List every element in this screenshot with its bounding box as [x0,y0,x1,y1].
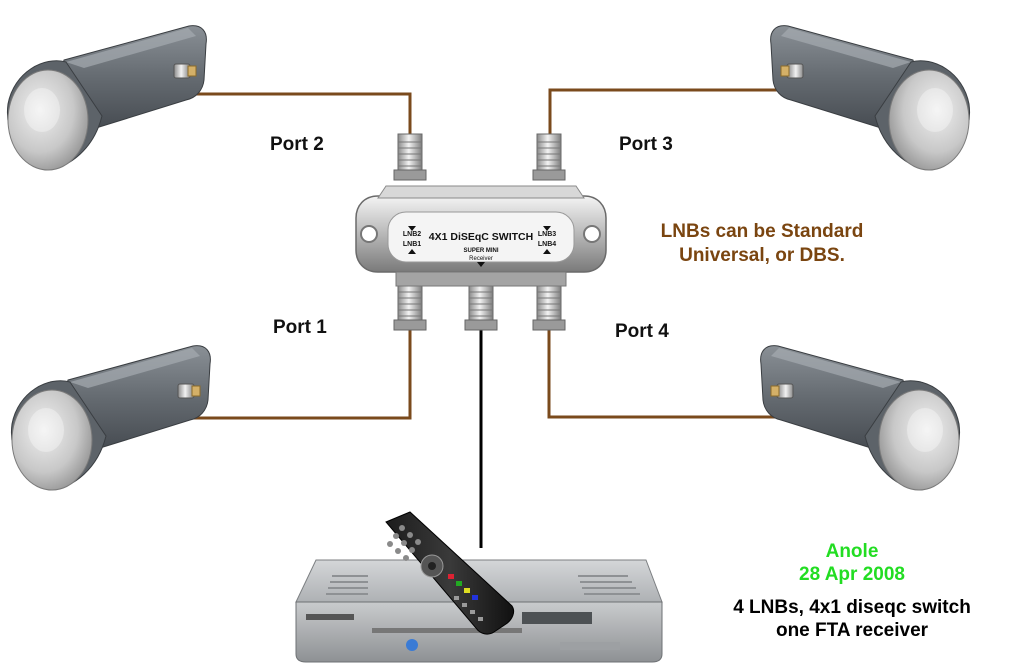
port1-label: Port 1 [273,317,327,338]
credit-date: 28 Apr 2008 [799,564,905,585]
diagram-caption: 4 LNBs, 4x1 diseqc switch one FTA receiv… [700,596,1004,642]
remote-control [385,511,515,635]
port2-label: Port 2 [270,134,324,155]
lnb-type-note-line1: LNBs can be Standard [660,221,864,242]
lnb-port3 [770,25,971,171]
switch-lnb2: LNB2 [403,231,421,238]
switch-title: 4X1 DiSEqC SWITCH [429,231,533,243]
diseqc-switch: 4X1 DiSEqC SWITCH LNB2 LNB1 LNB3 LNB4 SU… [355,133,607,331]
credit-author: Anole [825,541,879,562]
switch-lnb4: LNB4 [538,241,556,248]
switch-lnb3: LNB3 [538,231,556,238]
port3-label: Port 3 [619,134,673,155]
lnb-port2 [6,25,207,171]
cable-port4 [547,330,790,419]
lnb-type-note: LNBs can be Standard Universal, or DBS. [640,220,884,268]
cable-port3 [548,88,800,140]
switch-receiver-label: Receiver [469,256,493,262]
switch-lnb1: LNB1 [403,241,421,248]
cable-port2 [180,92,412,140]
credit-block: Anole 28 Apr 2008 [752,540,952,586]
cable-port1 [186,330,412,420]
coax-cables [180,88,800,548]
lnb-type-note-line2: Universal, or DBS. [679,245,845,266]
switch-subtitle: SUPER MINI [463,248,498,254]
lnb-port1 [10,345,211,491]
lnb-port4 [760,345,961,491]
caption-line2: one FTA receiver [775,620,929,641]
port4-label: Port 4 [615,321,669,342]
caption-line1: 4 LNBs, 4x1 diseqc switch [733,597,971,618]
